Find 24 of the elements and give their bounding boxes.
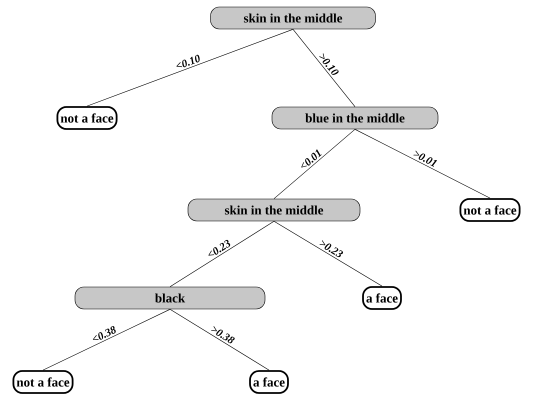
edge-label: <0.10 (176, 54, 200, 68)
connector-line (274, 129, 356, 199)
leaf-box: a face (249, 370, 289, 394)
edge-label: <0.38 (92, 326, 116, 340)
test-box: blue in the middle (272, 106, 438, 130)
test-box: skin in the middle (210, 6, 376, 30)
edge-label: >0.01 (413, 150, 438, 167)
edge-label: >0.38 (211, 326, 235, 344)
test-box: black (74, 286, 266, 310)
leaf-box: a face (362, 286, 402, 310)
leaf-box: not a face (56, 106, 118, 130)
connector-line (170, 221, 274, 287)
edge-label: <0.23 (208, 240, 230, 256)
connector-line (292, 29, 356, 107)
connector-line (354, 129, 490, 198)
connector-line (42, 309, 170, 370)
leaf-box: not a face (12, 370, 74, 394)
connector-line (86, 29, 294, 106)
test-box: skin in the middle (188, 198, 360, 222)
leaf-box: not a face (460, 198, 520, 222)
edge-label: <0.01 (301, 149, 322, 168)
connector-line (274, 221, 382, 286)
edge-label: >0.23 (319, 240, 343, 258)
connector-line (170, 309, 270, 370)
